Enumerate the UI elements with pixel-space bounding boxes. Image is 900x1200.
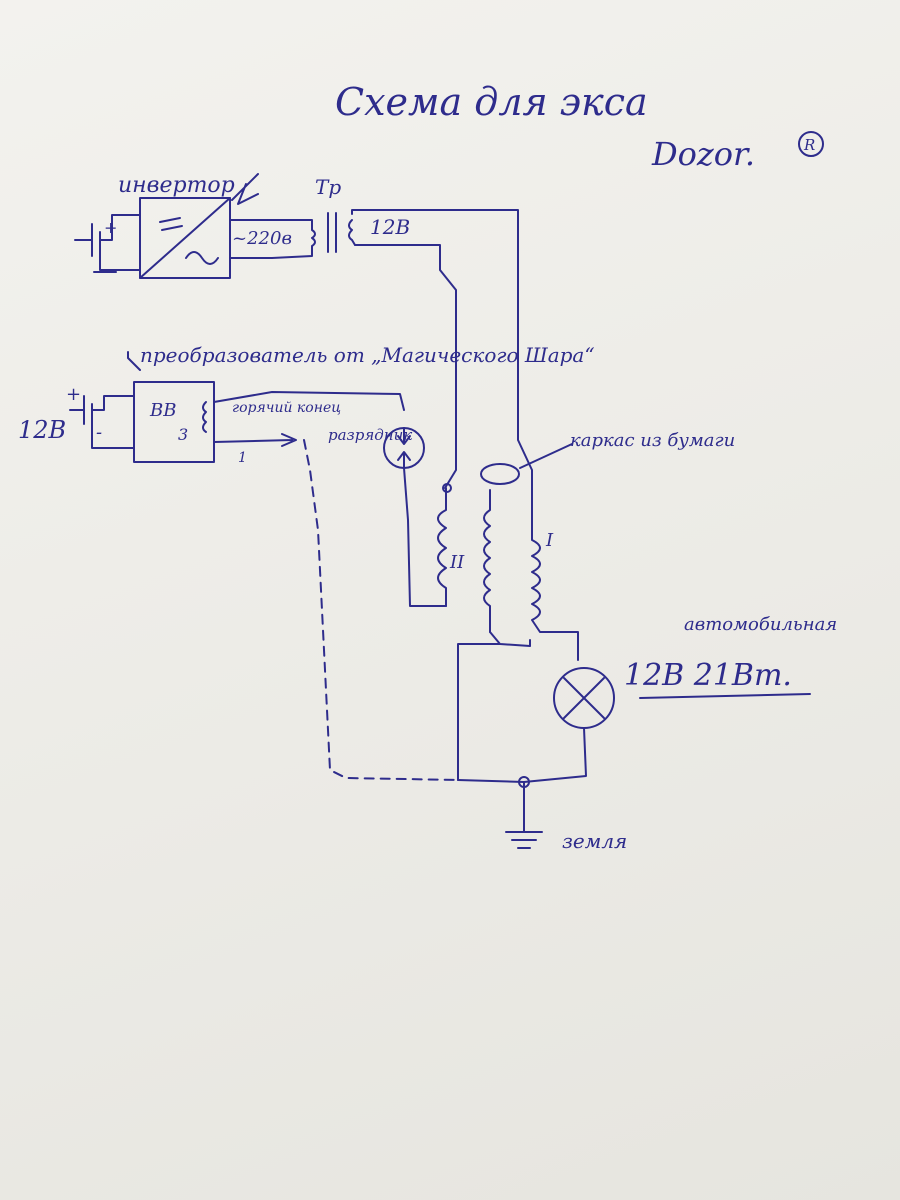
battery-12v-symbol (69, 395, 135, 449)
hv-output-label: ВВ (149, 400, 176, 421)
lamp-rating-label: 12В 21Вт. (624, 658, 792, 693)
coil-two (437, 487, 447, 607)
ground-bus-wire (457, 779, 525, 783)
diagram-subtitle: Dozor. (651, 135, 755, 173)
hot-wire-label: горячий конец (232, 400, 341, 416)
battery-minus-sign: - (96, 422, 102, 443)
registered-mark: R (798, 131, 824, 157)
inverter-plus-sign: + (104, 218, 117, 237)
diagram-title: Схема для экса (335, 80, 648, 124)
coil-bottom-wire (457, 631, 531, 781)
coil-one-label: I (545, 530, 554, 551)
hot-wire (213, 391, 405, 411)
hv-output-digit: 3 (178, 425, 188, 444)
converter-block (133, 381, 215, 463)
coil-two-tap-node (442, 483, 452, 493)
coil-one (531, 489, 579, 661)
ac-output-label: ~220в (232, 228, 292, 249)
cold-wire-label: 1 (238, 450, 247, 466)
secondary-wire-left (354, 244, 457, 489)
inverter-label: инвертор (118, 173, 235, 198)
battery-plus-sign: + (66, 384, 81, 405)
lamp-rating-underline (639, 693, 811, 699)
spark-gap-label: разрядник (328, 426, 412, 444)
converter-pointer-arrow (127, 351, 141, 371)
ground-symbol (505, 781, 543, 849)
lamp-symbol (523, 667, 615, 783)
cold-wire (213, 433, 297, 447)
inverter-pointer-arrow (231, 173, 259, 205)
lamp-type-label: автомобильная (684, 614, 837, 635)
transformer-label: Тр (315, 175, 341, 199)
paper-frame-leader (519, 443, 573, 469)
step-down-transformer (267, 212, 356, 259)
secondary-wire-right (351, 209, 533, 491)
ground-label: земля (562, 829, 627, 853)
battery-voltage-label: 12В (18, 416, 66, 444)
inverter-battery-symbol (74, 214, 141, 273)
transformer-secondary-label: 12В (370, 215, 410, 239)
coil-two-label: II (449, 552, 465, 573)
coil-middle (483, 489, 491, 633)
paper-frame-label: каркас из бумаги (570, 430, 735, 451)
dashed-return-wire (303, 439, 461, 781)
converter-label: преобразователь от „Магического Шара“ (140, 343, 595, 367)
spark-gap-to-coil-wire (403, 467, 447, 607)
inverter-block (139, 197, 273, 279)
registered-mark-letter: R (803, 136, 815, 154)
paper-frame-ellipse (480, 463, 520, 485)
